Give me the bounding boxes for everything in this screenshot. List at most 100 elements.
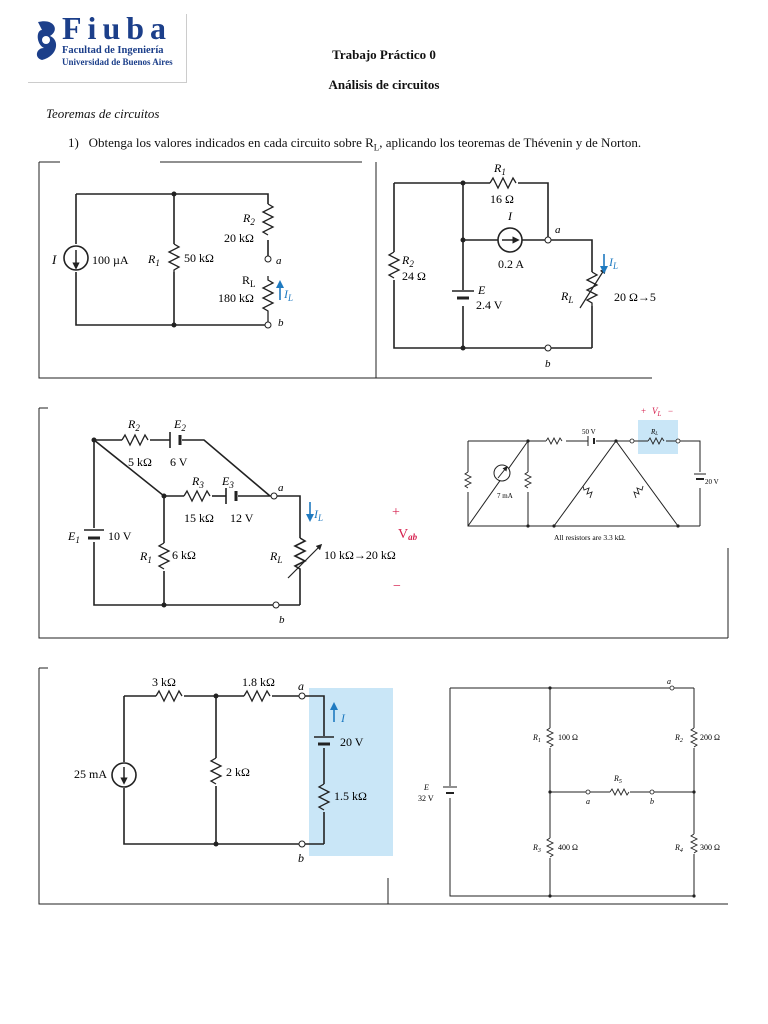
- svg-text:R2: R2: [674, 733, 683, 744]
- c1-node-b: b: [278, 317, 284, 329]
- svg-text:R3: R3: [191, 474, 204, 490]
- circuit-1: I 100 µA R1 50 kΩ R2 20 kΩ a RL 180 kΩ I…: [51, 191, 293, 329]
- c2-r1-label: R: [493, 161, 502, 175]
- c3-e3-value: 12 V: [230, 511, 254, 525]
- c2-r2-value: 24 Ω: [402, 269, 426, 283]
- problem-text-sub: L: [373, 142, 380, 153]
- svg-text:IL: IL: [283, 287, 293, 303]
- circuit-6: a R1 100 Ω R2 200 Ω R5 E 32 V a b R3 400…: [418, 677, 720, 898]
- doc-title: Trabajo Práctico 0: [332, 47, 436, 62]
- c6-r3-value: 400 Ω: [558, 843, 578, 852]
- svg-text:R3: R3: [532, 843, 541, 854]
- circuit-4: + VL − 50 V RL 7 mA 20 V All resistors a…: [463, 406, 719, 542]
- c1-source-label: I: [51, 252, 57, 267]
- c3-r3-label: R: [191, 474, 200, 488]
- c1-r1-label: R: [147, 252, 156, 266]
- svg-text:R2: R2: [127, 417, 140, 433]
- c6-r2-sub: 2: [680, 738, 683, 744]
- c2-rl-value: 20 Ω→5: [614, 290, 656, 304]
- svg-text:R1: R1: [147, 252, 160, 268]
- c3-vab-sub: ab: [408, 532, 418, 542]
- c6-e-label: E: [423, 783, 429, 792]
- c1-r1-sub: 1: [155, 258, 160, 268]
- svg-text:E2: E2: [173, 417, 186, 433]
- c6-r1-sub: 1: [538, 738, 541, 744]
- circuit-5: 3 kΩ 1.8 kΩ a I 20 V 25 mA 2 kΩ 1.5 kΩ b: [74, 675, 393, 865]
- c3-r2-label: R: [127, 417, 136, 431]
- c5-i-label: I: [340, 711, 346, 725]
- c3-il-label: I: [313, 507, 319, 521]
- doc-subtitle: Análisis de circuitos: [328, 77, 440, 92]
- c3-e2-value: 6 V: [170, 455, 188, 469]
- problem-statement: 1) Obtenga los valores indicados en cada…: [68, 135, 641, 153]
- c5-r2-value: 1.8 kΩ: [242, 675, 275, 689]
- c2-i-value: 0.2 A: [498, 257, 524, 271]
- c6-node-a-top: a: [667, 677, 671, 686]
- c1-node-a: a: [276, 255, 282, 267]
- c2-r1-value: 16 Ω: [490, 192, 514, 206]
- c2-rl-sub: L: [567, 295, 573, 305]
- c6-r4-sub: 4: [680, 847, 683, 854]
- c1-source-value: 100 µA: [92, 253, 129, 267]
- c4-source-value: 7 mA: [497, 492, 513, 500]
- c6-r5-sub: 5: [619, 779, 622, 785]
- c3-il-sub: L: [317, 513, 323, 523]
- c2-r2-sub: 2: [409, 259, 414, 269]
- circuit-3: R2 5 kΩ E2 6 V R3 15 kΩ E3 12 V a E1 10 …: [67, 417, 418, 626]
- c3-node-a: a: [278, 482, 284, 494]
- c4-v50: 50 V: [582, 428, 596, 436]
- c1-r2-label: R: [242, 211, 251, 225]
- c3-e3-label: E: [221, 474, 230, 488]
- c4-rl-sub: L: [654, 432, 658, 437]
- c2-rl-label: R: [560, 289, 569, 303]
- c3-e2-sub: 2: [181, 423, 186, 433]
- c1-r1-value: 50 kΩ: [184, 251, 214, 265]
- c4-v20: 20 V: [705, 478, 719, 486]
- c3-r1-sub: 1: [147, 555, 152, 565]
- problem-text: Obtenga los valores indicados en cada ci…: [88, 135, 374, 150]
- svg-text:RL: RL: [560, 289, 573, 305]
- svg-text:R4: R4: [674, 843, 683, 854]
- c5-v-value: 20 V: [340, 735, 364, 749]
- c5-node-b: b: [298, 851, 304, 865]
- c2-i-label: I: [507, 209, 513, 223]
- logo-university: Universidad de Buenos Aires: [62, 57, 173, 67]
- c6-r5-label: R: [613, 774, 619, 783]
- c3-rl-value: 10 kΩ→20 kΩ: [324, 548, 396, 562]
- svg-text:IL: IL: [608, 255, 618, 271]
- svg-text:R1: R1: [139, 549, 152, 565]
- svg-text:VL: VL: [652, 406, 662, 418]
- c4-note: All resistors are 3.3 kΩ.: [554, 533, 626, 542]
- c3-r1-label: R: [139, 549, 148, 563]
- logo-name: Fiuba: [62, 10, 173, 46]
- c2-node-b: b: [545, 358, 551, 370]
- c3-e1-value: 10 V: [108, 529, 132, 543]
- c4-vl-plus: +: [641, 406, 646, 416]
- c1-rl-value: 180 kΩ: [218, 291, 254, 305]
- c3-rl-label: R: [269, 549, 278, 563]
- svg-text:E3: E3: [221, 474, 234, 490]
- c6-r2-label: R: [674, 733, 680, 742]
- c1-rl-sub: L: [250, 279, 256, 289]
- c3-e3-sub: 3: [228, 480, 234, 490]
- c2-node-a: a: [555, 224, 561, 236]
- c6-r1-label: R: [532, 733, 538, 742]
- svg-text:Vab: Vab: [398, 527, 418, 542]
- c2-r2-label: R: [401, 253, 410, 267]
- c3-r2-value: 5 kΩ: [128, 455, 152, 469]
- c5-load-highlight: [309, 688, 393, 856]
- c5-source-value: 25 mA: [74, 767, 107, 781]
- c3-r1-value: 6 kΩ: [172, 548, 196, 562]
- circuit-2: R1 16 Ω I 0.2 A a R2 24 Ω E 2.4 V IL RL …: [387, 161, 656, 370]
- c2-il-sub: L: [612, 261, 618, 271]
- svg-text:E1: E1: [67, 529, 80, 545]
- svg-text:R2: R2: [242, 211, 255, 227]
- c3-r3-sub: 3: [198, 480, 204, 490]
- c1-r2-sub: 2: [250, 217, 255, 227]
- c6-r2-value: 200 Ω: [700, 733, 720, 742]
- c3-rl-sub: L: [276, 555, 282, 565]
- logo: [28, 14, 187, 83]
- c6-node-a: a: [586, 797, 590, 806]
- c3-vab-minus: −: [393, 579, 401, 594]
- c5-r1-value: 3 kΩ: [152, 675, 176, 689]
